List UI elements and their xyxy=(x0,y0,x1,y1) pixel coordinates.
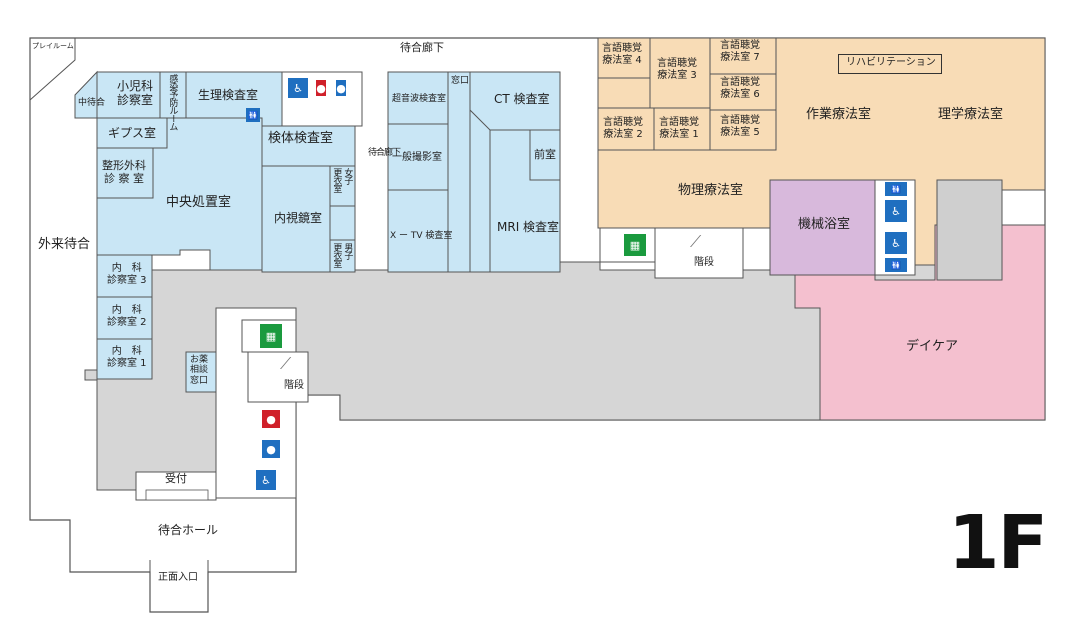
rehab-label-box xyxy=(838,54,942,74)
playroom-label: プレイルーム xyxy=(32,42,74,50)
floor-label: 1F xyxy=(948,500,1048,586)
endoscopy-label: 内視鏡室 xyxy=(274,211,323,225)
wheelchair-icon: ♿ xyxy=(256,470,276,490)
ct-label: CT 検査室 xyxy=(494,92,550,106)
medicine-consult-area xyxy=(185,351,217,393)
stairs-right-label: 階段 xyxy=(694,257,714,268)
stairs-icon: ⟋ xyxy=(280,354,292,373)
changing-female-label: 更衣室 xyxy=(331,168,342,192)
cast-room-label: ギプス室 xyxy=(108,126,157,140)
outpatient-waiting-label: 外来待合 xyxy=(38,237,91,252)
speech6-area xyxy=(709,73,777,111)
physical-therapy-label: 物理療法室 xyxy=(678,183,744,198)
speech6-label: 言語聴覚 療法室 6 xyxy=(720,77,760,100)
endoscopy-area xyxy=(261,165,331,273)
window-label: 窓口 xyxy=(451,76,470,86)
xtv-area xyxy=(387,189,449,273)
mri-area xyxy=(489,129,561,273)
machine-bath-label: 機械浴室 xyxy=(798,217,851,232)
pt-room-label: 理学療法室 xyxy=(938,107,1004,122)
infection-room-label: 感染予防ルーム xyxy=(167,74,178,130)
speech7-area xyxy=(709,37,777,75)
ortho-area xyxy=(96,147,154,199)
speech5-area xyxy=(709,109,777,151)
specimen-test-label: 検体検査室 xyxy=(268,131,334,146)
occupational-label: 作業療法室 xyxy=(806,107,872,122)
restroom-icon: 🚻 xyxy=(885,258,907,272)
speech4-label: 言語聴覚 療法室 4 xyxy=(602,43,642,66)
rehab-area xyxy=(597,37,1046,266)
medicine-consult-label: お薬 相談 窓口 xyxy=(190,355,209,386)
center-stairs-box xyxy=(247,351,309,403)
general-xray-label: 一般撮影室 xyxy=(392,152,442,163)
wheelchair-icon: ♿ xyxy=(288,78,308,98)
physio-test-label: 生理検査室 xyxy=(198,88,259,102)
internal2-area xyxy=(96,296,153,340)
daycare-label: デイケア xyxy=(906,339,959,354)
restroom-icon: 🚻 xyxy=(246,108,260,122)
gray-pillar xyxy=(936,179,1003,281)
pediatrics-label: 小児科 診察室 xyxy=(117,79,154,107)
stairs-right-box xyxy=(654,227,744,279)
ultrasound-label: 超音波検査室 xyxy=(392,94,447,104)
stairs-center-label: 階段 xyxy=(284,380,304,391)
speech5-label: 言語聴覚 療法室 5 xyxy=(720,115,760,138)
speech1-label: 言語聴覚 療法室 1 xyxy=(659,117,699,140)
female-restroom-icon: ● xyxy=(262,410,280,428)
xtv-label: X ー TV 検査室 xyxy=(390,231,453,241)
waiting-corridor-mid-label: 待合廊下 xyxy=(368,148,401,158)
reception-label: 受付 xyxy=(165,472,187,485)
male-restroom-icon: ● xyxy=(336,80,346,96)
restroom-icon: 🚻 xyxy=(885,182,907,196)
changing-male-label: 更衣室 xyxy=(331,243,342,267)
waiting-corridor-label: 待合廊下 xyxy=(400,41,444,54)
central-treatment-label: 中央処置室 xyxy=(166,195,232,210)
internal3-label: 内 科 診察室 3 xyxy=(107,263,147,286)
speech7-label: 言語聴覚 療法室 7 xyxy=(720,40,760,63)
rehab-label: リハビリテーション xyxy=(846,57,936,68)
male-label: 男子 xyxy=(342,243,353,259)
small-waiting-label: 中待合 xyxy=(78,98,106,108)
xray-area xyxy=(387,123,449,191)
ultrasound-area xyxy=(387,71,449,125)
speech2-label: 言語聴覚 療法室 2 xyxy=(603,117,643,140)
front-room-label: 前室 xyxy=(534,148,556,161)
female-restroom-icon: ● xyxy=(316,80,326,96)
internal1-area xyxy=(96,338,153,380)
ortho-label: 整形外科 診 察 室 xyxy=(102,159,146,185)
speech4-area xyxy=(597,37,651,79)
female-label: 女子 xyxy=(342,168,353,184)
changing-male-area xyxy=(329,239,356,273)
main-entrance-label: 正面入口 xyxy=(158,572,198,583)
changing-female-area xyxy=(329,165,356,207)
internal2-label: 内 科 診察室 2 xyxy=(107,305,147,328)
wheelchair-icon: ♿ xyxy=(885,200,907,222)
internal1-label: 内 科 診察室 1 xyxy=(107,346,147,369)
playroom-corner xyxy=(29,37,76,101)
male-restroom-icon: ● xyxy=(262,440,280,458)
stairs-icon: ⟋ xyxy=(690,232,702,251)
imaging-rooms xyxy=(387,71,561,273)
window-area xyxy=(447,71,471,273)
elevator-icon: ▦ xyxy=(260,324,282,348)
speech3-label: 言語聴覚 療法室 3 xyxy=(657,58,697,81)
waiting-hall-label: 待合ホール xyxy=(158,523,219,537)
reception-counter xyxy=(145,489,209,501)
elevator-icon: ▦ xyxy=(624,234,646,256)
machine-bath-area xyxy=(769,179,876,276)
blue-rooms xyxy=(74,70,363,393)
entrance-doors xyxy=(149,560,209,612)
wheelchair-icon: ♿ xyxy=(885,232,907,254)
mri-label: MRI 検査室 xyxy=(497,220,560,234)
